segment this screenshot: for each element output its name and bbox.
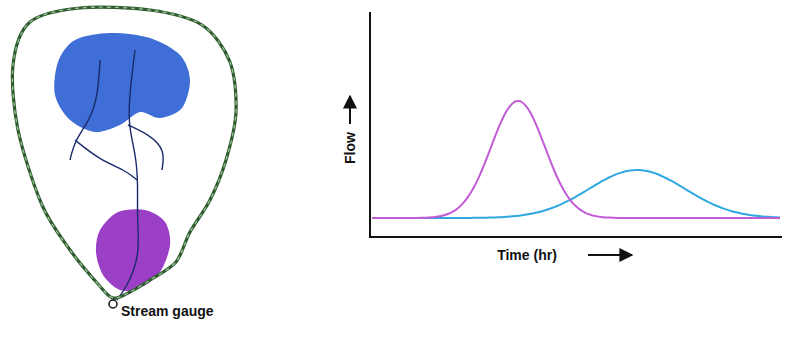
stream [117,50,138,300]
axis-label: Flow [342,132,358,164]
x-axis [369,236,782,238]
watershed-boundary-dash [12,7,236,298]
upper-lake-curve [372,170,780,218]
hydrograph [350,12,782,255]
upper-lake [54,33,190,132]
watershed-map [12,7,236,308]
lower-lake [96,209,170,291]
lower-lake-curve [372,101,780,218]
watershed-boundary [12,7,236,298]
time-arrow [588,254,632,256]
stream [128,125,163,170]
y-axis [369,12,371,238]
stream [75,140,137,180]
stream [70,60,100,160]
gauge-symbol [109,300,117,308]
flow-arrow [349,96,351,124]
gauge-label: Stream gauge [121,303,214,319]
axis-label: Time (hr) [497,247,557,263]
